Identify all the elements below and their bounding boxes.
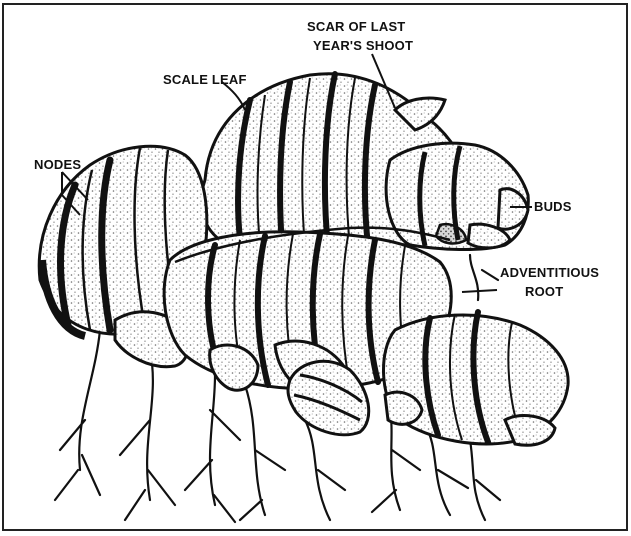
label-adventitious-line1: ADVENTITIOUS bbox=[500, 265, 599, 280]
label-scale-leaf: SCALE LEAF bbox=[163, 72, 247, 87]
label-buds: BUDS bbox=[534, 199, 572, 214]
label-nodes: NODES bbox=[34, 157, 81, 172]
label-scar-line1: SCAR OF LAST bbox=[307, 19, 405, 34]
label-adventitious-line2: ROOT bbox=[525, 284, 563, 299]
label-scar-line2: YEAR'S SHOOT bbox=[313, 38, 413, 53]
leader-adventitious bbox=[462, 290, 497, 292]
right-branch bbox=[386, 143, 528, 249]
